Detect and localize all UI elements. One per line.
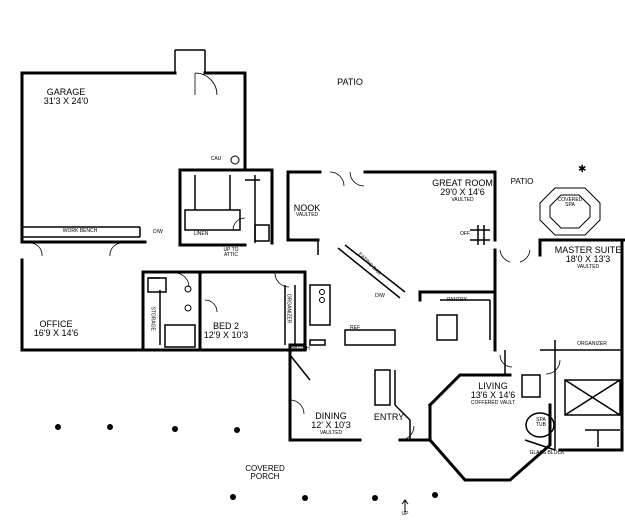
covered-spa-label: COVERED SPA bbox=[557, 197, 583, 209]
dining-dims: 12' X 10'3 bbox=[311, 420, 351, 431]
porch-post bbox=[234, 427, 240, 433]
living-name: LIVING bbox=[478, 381, 508, 391]
nook-label: NOOK VAULTED bbox=[287, 203, 327, 219]
off-label: OFF bbox=[460, 231, 470, 237]
storage-label: STORAGE bbox=[149, 306, 156, 331]
glass-block-label: GLASS BLOCK bbox=[529, 450, 565, 456]
porch-post bbox=[55, 424, 61, 430]
dw-label: D/W bbox=[375, 293, 385, 299]
porch-posts bbox=[55, 424, 438, 501]
garage-label: GARAGE 31'3 X 24'0 bbox=[36, 87, 96, 107]
door-swings bbox=[29, 72, 561, 441]
organizer-master-label: ORGANIZER bbox=[577, 341, 607, 347]
ref-label: REF bbox=[350, 325, 360, 331]
master-suite-dims: 18'0 X 13'3 bbox=[565, 254, 611, 265]
patio-top-label: PATIO bbox=[337, 77, 363, 87]
nook-name: NOOK bbox=[293, 203, 321, 213]
linen-label: LINEN bbox=[193, 231, 209, 237]
bed2-label: BED 2 12'9 X 10'3 bbox=[198, 321, 254, 341]
master-suite-label: MASTER SUITE 18'0 X 13'3 VAULTED bbox=[552, 245, 624, 270]
spa-star-icon: ✱ bbox=[578, 164, 586, 175]
living-label: LIVING 13'6 X 14'6 COFFERED VAULT bbox=[458, 381, 528, 406]
up-to-attic-label: UP TO ATTIC bbox=[223, 247, 239, 259]
work-bench-label: WORK BENCH bbox=[62, 228, 98, 234]
porch-post bbox=[172, 426, 178, 432]
dining-note: VAULTED bbox=[319, 429, 343, 436]
bed2-dims: 12'9 X 10'3 bbox=[203, 330, 249, 341]
garage-name: GARAGE bbox=[46, 87, 86, 97]
dw-garage-label: D/W bbox=[153, 229, 163, 235]
cau-label: CAU bbox=[210, 156, 222, 162]
porch-post bbox=[230, 494, 236, 500]
exterior-walls bbox=[20, 71, 625, 482]
patio-right-label: PATIO bbox=[510, 177, 534, 186]
dining-name: DINING bbox=[315, 411, 347, 421]
living-dims: 13'6 X 14'6 bbox=[470, 390, 516, 401]
office-name: OFFICE bbox=[39, 319, 73, 329]
great-room-name: GREAT ROOM bbox=[432, 178, 493, 188]
great-room-note: VAULTED bbox=[451, 196, 474, 203]
great-room-label: GREAT ROOM 29'0 X 14'6 VAULTED bbox=[425, 178, 500, 203]
living-note: COFFERED VAULT bbox=[470, 399, 516, 406]
spa-tub-label: SPA TUB bbox=[536, 417, 546, 429]
office-label: OFFICE 16'9 X 14'6 bbox=[28, 319, 84, 339]
up-label: UP bbox=[401, 511, 409, 517]
up-arrow-icon bbox=[401, 499, 409, 512]
porch-post bbox=[302, 495, 308, 501]
fixture-circles bbox=[184, 155, 325, 312]
porch-post bbox=[372, 495, 378, 501]
pantry-label: PANTRY bbox=[447, 297, 467, 303]
office-dims: 16'9 X 14'6 bbox=[33, 328, 79, 339]
porch-post bbox=[107, 424, 113, 430]
covered-porch-label: COVERED PORCH bbox=[245, 464, 285, 482]
nook-note: VAULTED bbox=[295, 212, 319, 219]
garage-dims: 31'3 X 24'0 bbox=[43, 96, 89, 107]
bed2-name: BED 2 bbox=[212, 321, 239, 331]
great-room-dims: 29'0 X 14'6 bbox=[440, 187, 485, 198]
organizer-bed-label: ORGANIZER bbox=[285, 293, 292, 324]
spa-octagon bbox=[539, 187, 601, 236]
entry-label: ENTRY bbox=[373, 412, 405, 422]
master-suite-name: MASTER SUITE bbox=[554, 245, 622, 255]
master-suite-note: VAULTED bbox=[576, 263, 600, 270]
hutch-label: HUTCH bbox=[292, 346, 310, 352]
interior-walls bbox=[22, 49, 622, 451]
dining-label: DINING 12' X 10'3 VAULTED bbox=[305, 411, 357, 436]
porch-post bbox=[432, 492, 438, 498]
